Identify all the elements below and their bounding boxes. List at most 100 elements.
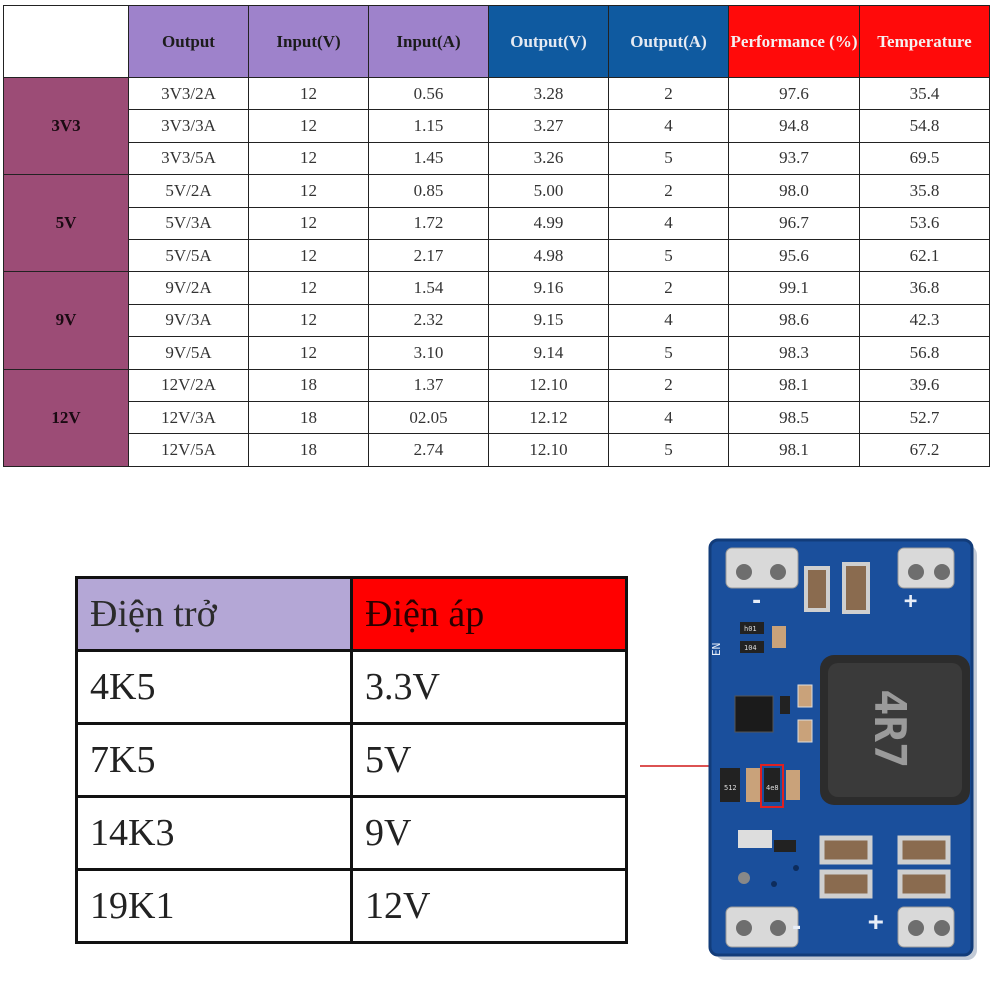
table-cell: 9V/5A <box>128 336 249 370</box>
voltage-header: Điện áp <box>350 576 628 652</box>
table-cell: 12.12 <box>488 400 609 435</box>
column-header: Input(A) <box>368 5 489 78</box>
table-cell: 12V/2A <box>128 368 249 402</box>
table-cell: 5 <box>608 433 729 467</box>
table-cell: 1.72 <box>368 206 489 240</box>
table-cell: 1.15 <box>368 109 489 143</box>
table-cell: 95.6 <box>728 238 860 273</box>
table-cell: 69.5 <box>859 141 990 176</box>
column-header: Performance (%) <box>728 5 860 78</box>
table-cell: 4 <box>608 109 729 143</box>
table-cell: 2.17 <box>368 238 489 273</box>
output-capacitors <box>819 835 951 899</box>
table-cell: 99.1 <box>728 271 860 305</box>
table-cell: 96.7 <box>728 206 860 240</box>
controller-ic <box>734 695 774 733</box>
svg-text:4e8: 4e8 <box>766 784 779 792</box>
svg-text:4R7: 4R7 <box>864 689 915 768</box>
svg-text:-: - <box>750 589 763 614</box>
table-cell: 1.37 <box>368 368 489 402</box>
table-cell: 54.8 <box>859 109 990 143</box>
voltage-value-cell: 3.3V <box>350 649 628 725</box>
svg-text:-: - <box>790 915 803 940</box>
table-cell: 3V3/3A <box>128 109 249 143</box>
table-cell: 98.3 <box>728 336 860 370</box>
column-header: Output <box>128 5 249 78</box>
table-cell: 12 <box>248 141 369 176</box>
resistor-value-cell: 7K5 <box>75 722 353 798</box>
table-cell: 02.05 <box>368 400 489 435</box>
resistor-header-row: Điện trở Điện áp <box>75 576 628 652</box>
svg-text:EN: EN <box>710 643 723 656</box>
column-header: Output(V) <box>488 5 609 78</box>
table-cell: 5 <box>608 141 729 176</box>
svg-text:+: + <box>904 589 917 614</box>
table-cell: 4.99 <box>488 206 609 240</box>
input-capacitors <box>804 562 870 614</box>
group-label: 5V <box>3 174 129 273</box>
table-cell: 35.8 <box>859 174 990 208</box>
table-cell: 53.6 <box>859 206 990 240</box>
table-cell: 3.26 <box>488 141 609 176</box>
group-label: 3V3 <box>3 76 129 176</box>
table-cell: 1.45 <box>368 141 489 176</box>
table-cell: 9.16 <box>488 271 609 305</box>
table-cell: 93.7 <box>728 141 860 176</box>
table-cell: 35.4 <box>859 76 990 111</box>
resistor-header: Điện trở <box>75 576 353 652</box>
table-cell: 98.1 <box>728 368 860 402</box>
table-cell: 3V3/5A <box>128 141 249 176</box>
table-cell: 12 <box>248 271 369 305</box>
table-cell: 56.8 <box>859 336 990 370</box>
table-cell: 18 <box>248 368 369 402</box>
group-label: 12V <box>3 368 129 467</box>
group-label: 9V <box>3 271 129 370</box>
table-cell: 98.0 <box>728 174 860 208</box>
resistor-value-cell: 19K1 <box>75 868 353 944</box>
table-cell: 12V/3A <box>128 400 249 435</box>
table-cell: 2.32 <box>368 303 489 338</box>
table-cell: 5V/2A <box>128 174 249 208</box>
table-cell: 0.56 <box>368 76 489 111</box>
table-cell: 3V3/2A <box>128 76 249 111</box>
table-cell: 39.6 <box>859 368 990 402</box>
inductor: 4R7 <box>820 655 970 805</box>
table-cell: 3.10 <box>368 336 489 370</box>
table-cell: 5 <box>608 238 729 273</box>
table-cell: 97.6 <box>728 76 860 111</box>
corner-cell <box>3 5 129 78</box>
table-cell: 9.15 <box>488 303 609 338</box>
voltage-value-cell: 5V <box>350 722 628 798</box>
table-cell: 5V/5A <box>128 238 249 273</box>
buck-converter-module-image: h01 104 + - EN + - 4R7 512 4e8 <box>640 538 977 960</box>
svg-text:104: 104 <box>744 644 757 652</box>
table-cell: 12 <box>248 109 369 143</box>
table-cell: 2.74 <box>368 433 489 467</box>
table-cell: 42.3 <box>859 303 990 338</box>
table-cell: 4 <box>608 400 729 435</box>
table-cell: 0.85 <box>368 174 489 208</box>
table-cell: 18 <box>248 433 369 467</box>
table-cell: 5 <box>608 336 729 370</box>
table-cell: 9V/3A <box>128 303 249 338</box>
resistor-value-cell: 4K5 <box>75 649 353 725</box>
table-cell: 2 <box>608 271 729 305</box>
feedback-resistor-marker <box>760 764 784 808</box>
table-cell: 12 <box>248 303 369 338</box>
table-cell: 2 <box>608 368 729 402</box>
table-cell: 36.8 <box>859 271 990 305</box>
resistor-value-cell: 14K3 <box>75 795 353 871</box>
table-cell: 98.5 <box>728 400 860 435</box>
